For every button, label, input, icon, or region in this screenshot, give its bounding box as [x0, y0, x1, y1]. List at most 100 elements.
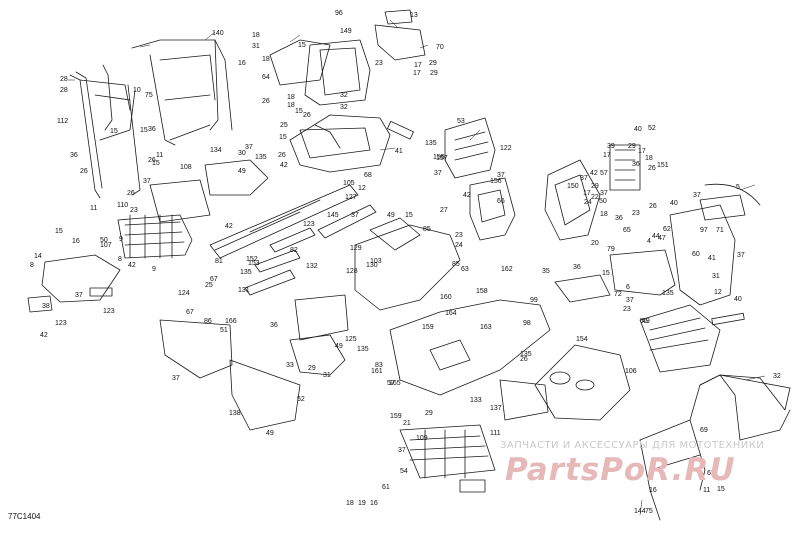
part-callout: 40 — [634, 126, 642, 133]
part-callout: 137 — [490, 405, 502, 412]
watermark-caption: ЗАПЧАСТИ И АКСЕССУАРЫ ДЛЯ МОТОТЕХНИКИ — [500, 440, 765, 451]
part-callout: 37 — [737, 252, 745, 259]
part-callout: 26 — [649, 203, 657, 210]
part-callout: 17 — [583, 190, 591, 197]
part-callout: 9 — [152, 266, 156, 273]
part-callout: 37 — [75, 292, 83, 299]
rops-right-upper — [544, 144, 641, 241]
storage-bin — [117, 214, 193, 259]
dashboard-upper-panel — [269, 9, 426, 106]
part-callout: 36 — [632, 161, 640, 168]
part-callout: 26 — [80, 168, 88, 175]
part-callout: 50 — [100, 237, 108, 244]
part-callout: 16 — [72, 238, 80, 245]
part-callout: 163 — [480, 324, 492, 331]
part-callout: 29 — [591, 183, 599, 190]
part-callout: 98 — [523, 320, 531, 327]
part-callout: 31 — [712, 273, 720, 280]
part-callout: 124 — [178, 290, 190, 297]
part-callout: 32 — [340, 104, 348, 111]
part-callout: 55 — [640, 318, 648, 325]
part-callout: 135 — [357, 346, 369, 353]
right-side-assembly — [554, 183, 761, 373]
part-callout: 37 — [600, 190, 608, 197]
part-callout: 75 — [145, 92, 153, 99]
part-callout: 16 — [649, 487, 657, 494]
part-callout: 15 — [110, 128, 118, 135]
part-callout: 85 — [452, 261, 460, 268]
part-callout: 20 — [591, 240, 599, 247]
part-callout: 32 — [773, 373, 781, 380]
rops-left-frame — [69, 39, 233, 199]
part-callout: 18 — [252, 32, 260, 39]
part-callout: 86 — [204, 318, 212, 325]
part-callout: 130 — [366, 262, 378, 269]
floor-tub — [289, 114, 414, 173]
part-callout: 83 — [375, 362, 383, 369]
part-callout: 11 — [703, 487, 711, 494]
part-callout: 134 — [210, 147, 222, 154]
part-callout: 103 — [370, 258, 382, 265]
part-callout: 49 — [387, 212, 395, 219]
rear-panel — [159, 319, 301, 431]
part-callout: 153 — [248, 260, 260, 267]
part-callout: 37 — [626, 297, 634, 304]
part-callout: 13 — [410, 12, 418, 19]
part-callout: 107 — [100, 242, 112, 249]
part-callout: 15 — [279, 134, 287, 141]
part-callout: 159 — [422, 324, 434, 331]
part-callout: 62 — [707, 470, 715, 477]
part-callout: 36 — [148, 126, 156, 133]
grille-panel — [444, 117, 496, 179]
part-callout: 40 — [670, 200, 678, 207]
part-callout: 166 — [225, 318, 237, 325]
part-callout: 85 — [423, 226, 431, 233]
side-panel-left — [27, 254, 121, 313]
part-callout: 12 — [714, 289, 722, 296]
part-callout: 162 — [501, 266, 513, 273]
part-callout: 26 — [148, 157, 156, 164]
part-callout: 49 — [642, 318, 650, 325]
part-callout: 36 — [615, 215, 623, 222]
part-callout: 57 — [600, 170, 608, 177]
part-callout: 135 — [240, 269, 252, 276]
part-callout: 111 — [490, 430, 501, 437]
part-callout: 15 — [295, 108, 303, 115]
part-callout: 52 — [648, 125, 656, 132]
part-callout: 106 — [625, 368, 637, 375]
part-callout: 29 — [628, 143, 636, 150]
part-callout: 18 — [287, 102, 295, 109]
part-callout: 158 — [476, 288, 488, 295]
part-callout: 19 — [358, 500, 366, 507]
part-callout: 109 — [416, 435, 428, 442]
part-callout: 15 — [602, 270, 610, 277]
part-callout: 125 — [345, 336, 357, 343]
part-callout: 67 — [186, 309, 194, 316]
part-callout: 122 — [500, 145, 512, 152]
part-callout: 135 — [662, 290, 674, 297]
part-callout: 38 — [42, 303, 50, 310]
part-callout: 23 — [632, 210, 640, 217]
part-callout: 62 — [663, 226, 671, 233]
part-callout: 29 — [308, 365, 316, 372]
part-callout: 4 — [647, 238, 651, 245]
part-callout: 32 — [340, 92, 348, 99]
part-callout: 133 — [470, 397, 482, 404]
part-callout: 151 — [657, 162, 669, 169]
part-callout: 28 — [60, 76, 68, 83]
part-callout: 75 — [645, 508, 653, 515]
part-callout: 17 — [413, 70, 421, 77]
part-callout: 99 — [530, 297, 538, 304]
center-console — [354, 177, 516, 311]
middle-tub — [389, 299, 551, 421]
part-callout: 37 — [245, 144, 253, 151]
part-callout: 5 — [736, 184, 740, 191]
part-callout: 42 — [463, 192, 471, 199]
part-callout: 123 — [303, 221, 315, 228]
part-callout: 150 — [567, 183, 579, 190]
part-callout: 14 — [34, 253, 42, 260]
part-callout: 156 — [490, 178, 502, 185]
diagram-code: 77C1404 — [8, 512, 41, 521]
part-callout: 138 — [229, 410, 241, 417]
part-callout: 37 — [398, 447, 406, 454]
